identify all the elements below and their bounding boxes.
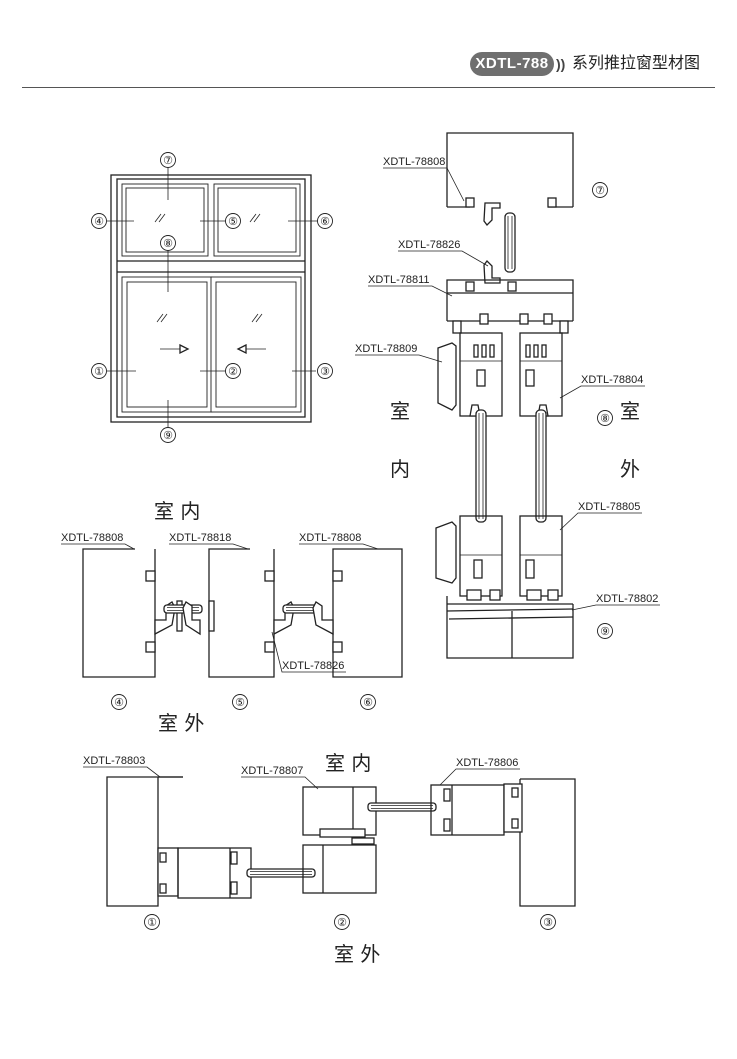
label-78804: XDTL-78804 <box>581 374 643 386</box>
label-78806: XDTL-78806 <box>456 757 518 769</box>
label-78808-left: XDTL-78808 <box>61 532 123 544</box>
indoor-label-lower: 室 内 <box>325 751 371 775</box>
window-elevation <box>107 168 318 427</box>
callout-3: ③ <box>320 366 330 378</box>
elevation-callouts: ⑦ ④ ⑤ ⑥ ⑧ ① ② ③ ⑨ <box>91 152 333 443</box>
lower-horizontal-section: XDTL-78803 XDTL-78807 XDTL-78806 ① ② ③ 室… <box>83 751 576 966</box>
label-78826-mid: XDTL-78826 <box>282 660 344 672</box>
label-78808-right: XDTL-78808 <box>299 532 361 544</box>
callout-2: ② <box>228 366 238 378</box>
lsec-callout-1: ① <box>147 917 157 929</box>
series-badge: XDTL-788 <box>470 52 554 76</box>
label-78808-top: XDTL-78808 <box>383 156 445 168</box>
hsec-callout-4: ④ <box>114 697 124 709</box>
callout-4: ④ <box>94 216 104 228</box>
section-callout-7: ⑦ <box>595 185 605 197</box>
lsec-callout-2: ② <box>337 917 347 929</box>
outdoor-char-1: 室 <box>620 399 640 423</box>
label-78807: XDTL-78807 <box>241 765 303 777</box>
outdoor-char-2: 外 <box>620 457 640 481</box>
label-78809: XDTL-78809 <box>355 343 417 355</box>
callout-7: ⑦ <box>163 155 173 167</box>
callout-8: ⑧ <box>163 238 173 250</box>
indoor-char-1: 室 <box>390 399 410 423</box>
callout-6: ⑥ <box>320 216 330 228</box>
indoor-char-2: 内 <box>390 457 410 481</box>
vertical-section <box>435 132 574 659</box>
label-78805: XDTL-78805 <box>578 501 640 513</box>
outdoor-label-lower: 室 外 <box>334 942 380 966</box>
hsec-callout-6: ⑥ <box>363 697 373 709</box>
label-78803: XDTL-78803 <box>83 755 145 767</box>
page-header: XDTL-788 )) 系列推拉窗型材图 <box>0 0 737 92</box>
vertical-section-labels: XDTL-78808 XDTL-78826 XDTL-78811 XDTL-78… <box>355 156 660 639</box>
label-78802: XDTL-78802 <box>596 593 658 605</box>
section-callout-9: ⑨ <box>600 626 610 638</box>
indoor-label-upper: 室 内 <box>154 499 200 523</box>
upper-horizontal-section: XDTL-78808 XDTL-78818 XDTL-78808 XDTL-78… <box>61 499 403 735</box>
header-rule <box>22 87 715 88</box>
callout-1: ① <box>94 366 104 378</box>
badge-chevrons: )) <box>556 56 566 72</box>
label-78818: XDTL-78818 <box>169 532 231 544</box>
hsec-callout-5: ⑤ <box>235 697 245 709</box>
label-78826-top: XDTL-78826 <box>398 239 460 251</box>
outdoor-label-upper: 室 外 <box>158 711 204 735</box>
callout-5: ⑤ <box>228 216 238 228</box>
section-callout-8: ⑧ <box>600 413 610 425</box>
callout-9: ⑨ <box>163 430 173 442</box>
page-title: 系列推拉窗型材图 <box>572 55 701 72</box>
label-78811: XDTL-78811 <box>368 274 430 286</box>
lsec-callout-3: ③ <box>543 917 553 929</box>
